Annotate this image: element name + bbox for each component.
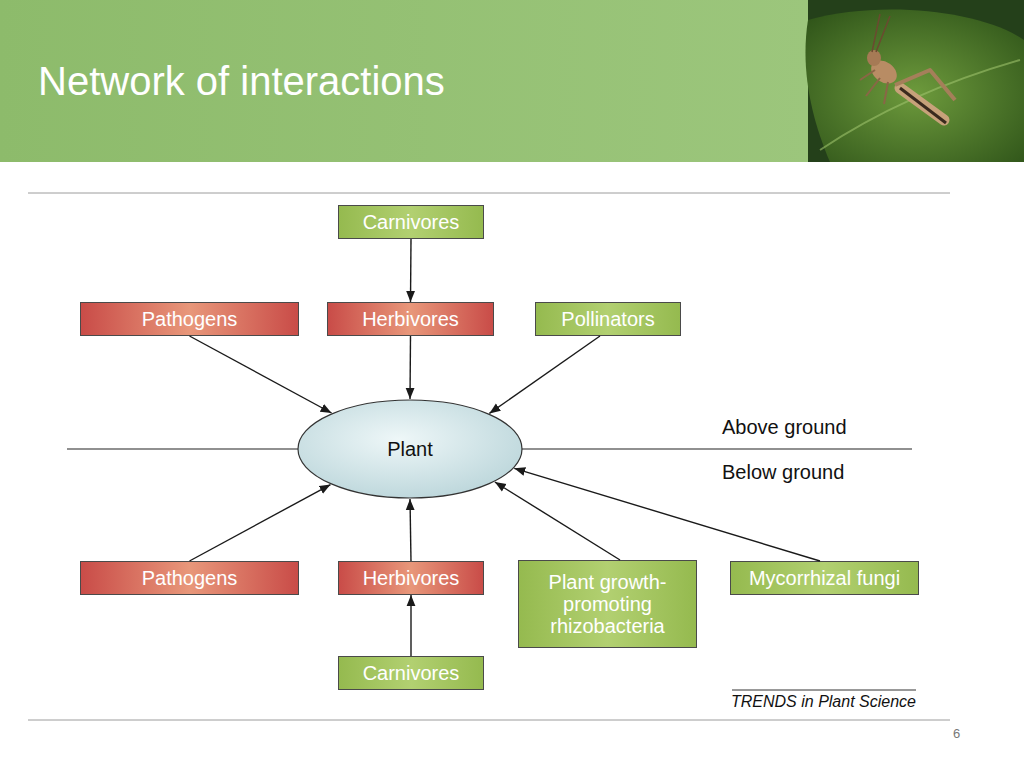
node-label: Pathogens	[138, 308, 242, 330]
mutualist-box: Pollinators	[535, 302, 681, 336]
grasshopper-photo	[805, 0, 1024, 162]
node-label: Plant growth-promoting rhizobacteria	[519, 571, 696, 637]
region-label: Above ground	[722, 415, 847, 439]
antagonist-box: Pathogens	[80, 302, 299, 336]
header-band	[0, 0, 808, 162]
arrow-connector	[190, 485, 331, 561]
arrow-connector	[190, 336, 332, 413]
grasshopper-hind-leg	[895, 70, 955, 100]
ellipse-shape	[298, 400, 522, 498]
node-label: Plant	[383, 438, 437, 460]
node-label: Mycorrhizal fungi	[745, 567, 904, 589]
arrow-connector	[410, 499, 411, 561]
grasshopper-stripe	[900, 88, 946, 123]
slide-number: 6	[953, 725, 960, 742]
antagonist-box: Pathogens	[80, 561, 299, 595]
source-rule	[732, 690, 916, 691]
leaf-shape	[805, 10, 1024, 162]
arrow-connector	[495, 482, 620, 560]
antagonist-box: Herbivores	[338, 561, 484, 595]
mutualist-box: Mycorrhizal fungi	[730, 561, 919, 595]
rule-line	[28, 193, 950, 194]
node-label: Pathogens	[138, 567, 242, 589]
arrow-connector	[489, 336, 600, 413]
mutualist-box: Plant growth-promoting rhizobacteria	[518, 560, 697, 648]
mutualist-box: Carnivores	[338, 656, 484, 690]
node-label: Carnivores	[359, 662, 464, 684]
arrow-connector	[410, 595, 411, 656]
node-label: Carnivores	[359, 211, 464, 233]
rule-line	[28, 720, 950, 721]
node-label: Herbivores	[359, 567, 464, 589]
grasshopper-leg	[860, 70, 888, 104]
slide-title: Network of interactions	[38, 57, 445, 105]
grasshopper-antenna	[872, 14, 890, 52]
arrow-connector	[410, 239, 412, 302]
node-label: Herbivores	[358, 308, 463, 330]
region-label: Below ground	[722, 460, 844, 484]
antagonist-box: Herbivores	[327, 302, 494, 336]
source-credit: TRENDS in Plant Science	[731, 692, 916, 712]
node-label: Pollinators	[557, 308, 658, 330]
arrow-connector	[514, 468, 820, 561]
mutualist-box: Carnivores	[338, 205, 484, 239]
plant-ellipse: Plant	[297, 399, 523, 499]
leaf-vein	[820, 60, 1020, 150]
grasshopper-head	[867, 50, 881, 66]
arrow-connector	[409, 336, 411, 399]
